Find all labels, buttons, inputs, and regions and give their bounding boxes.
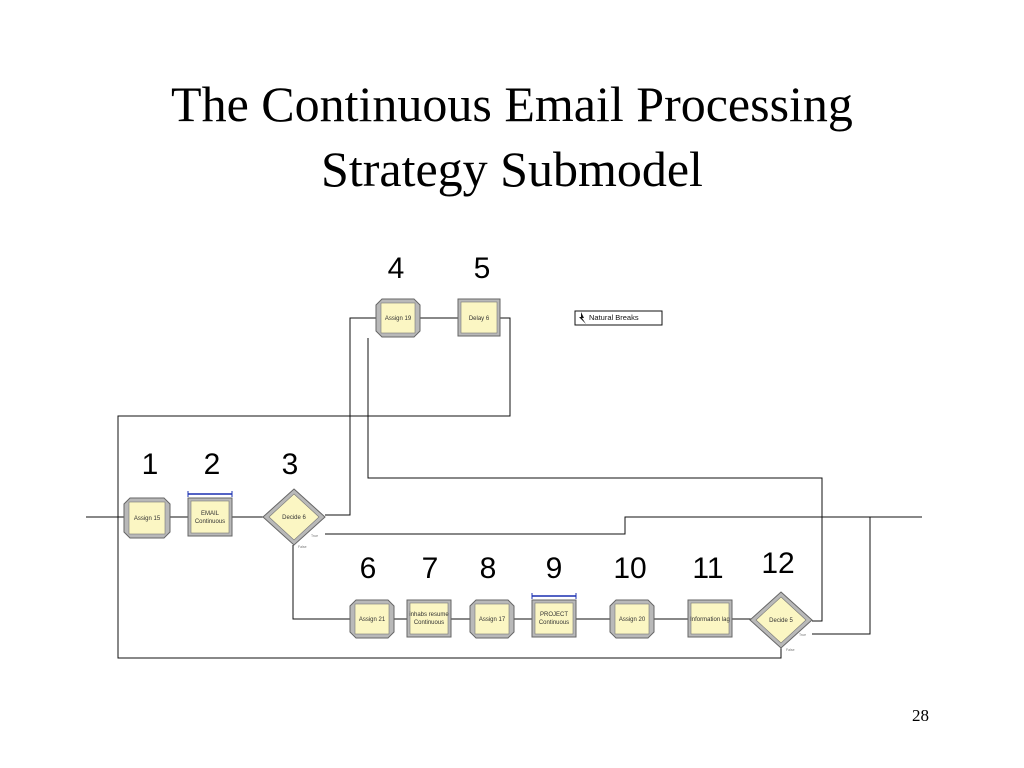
module-project-continuous[interactable]: PROJECT Continuous bbox=[531, 593, 577, 638]
connectors bbox=[86, 317, 922, 659]
connector-3-6 bbox=[292, 545, 350, 620]
module-number-10: 10 bbox=[613, 552, 646, 585]
module-decide-5[interactable]: Decide 5 True False bbox=[749, 591, 813, 652]
module-label: EMAIL bbox=[201, 511, 220, 517]
connector-5-loop bbox=[117, 317, 782, 659]
module-number-11: 11 bbox=[692, 552, 723, 585]
module-number-6: 6 bbox=[360, 552, 377, 585]
module-label: Decide 5 bbox=[769, 618, 793, 624]
module-number-9: 9 bbox=[546, 552, 563, 585]
module-label: Assign 20 bbox=[619, 617, 646, 623]
decide-true-label: True bbox=[799, 633, 806, 637]
page-number: 28 bbox=[912, 706, 929, 725]
slide-title-line-2: Strategy Submodel bbox=[321, 141, 703, 197]
module-number-1: 1 bbox=[142, 448, 159, 481]
module-delay-6[interactable]: Delay 6 bbox=[457, 298, 501, 337]
module-label: Information lag bbox=[690, 617, 730, 623]
module-number-7: 7 bbox=[422, 552, 439, 585]
module-number-12: 12 bbox=[761, 547, 794, 580]
decide-false-label: False bbox=[786, 648, 795, 652]
module-numbers: 1 2 3 4 5 6 7 8 9 10 11 12 bbox=[142, 252, 795, 585]
decide-true-label: True bbox=[311, 534, 318, 538]
module-information-lag[interactable]: Information lag bbox=[687, 599, 733, 638]
lightning-icon bbox=[579, 312, 586, 324]
module-assign-20[interactable]: Assign 20 bbox=[609, 599, 655, 639]
module-email-continuous[interactable]: EMAIL Continuous bbox=[187, 491, 233, 537]
module-label: Delay 6 bbox=[469, 316, 490, 322]
legend-label: Natural Breaks bbox=[589, 313, 639, 322]
module-assign-15[interactable]: Assign 15 bbox=[123, 497, 171, 539]
module-label: PROJECT bbox=[540, 612, 568, 618]
module-inhabs-resume-continuous[interactable]: inhabs resume Continuous bbox=[406, 599, 452, 638]
module-number-3: 3 bbox=[282, 448, 299, 481]
module-decide-6[interactable]: Decide 6 True False bbox=[262, 488, 326, 549]
module-label: inhabs resume bbox=[409, 612, 449, 618]
module-label: Assign 19 bbox=[385, 316, 412, 322]
module-number-8: 8 bbox=[480, 552, 497, 585]
module-label-2: Continuous bbox=[539, 620, 569, 626]
slide-title-line-1: The Continuous Email Processing bbox=[171, 76, 853, 132]
module-label-2: Continuous bbox=[195, 519, 225, 525]
connector-4-long bbox=[367, 338, 823, 622]
module-assign-19[interactable]: Assign 19 bbox=[375, 298, 421, 338]
module-label-2: Continuous bbox=[414, 620, 444, 626]
module-label: Decide 6 bbox=[282, 515, 306, 521]
module-label: Assign 21 bbox=[359, 617, 386, 623]
module-assign-21[interactable]: Assign 21 bbox=[349, 599, 395, 639]
decide-false-label: False bbox=[298, 545, 307, 549]
module-label: Assign 15 bbox=[134, 516, 161, 522]
module-number-5: 5 bbox=[474, 252, 491, 285]
connector-3-out bbox=[325, 516, 922, 535]
module-number-2: 2 bbox=[204, 448, 221, 481]
legend-natural-breaks[interactable]: Natural Breaks bbox=[574, 310, 663, 326]
module-assign-17[interactable]: Assign 17 bbox=[469, 599, 515, 639]
module-label: Assign 17 bbox=[479, 617, 506, 623]
module-number-4: 4 bbox=[388, 252, 405, 285]
connector-12-out bbox=[812, 517, 871, 635]
